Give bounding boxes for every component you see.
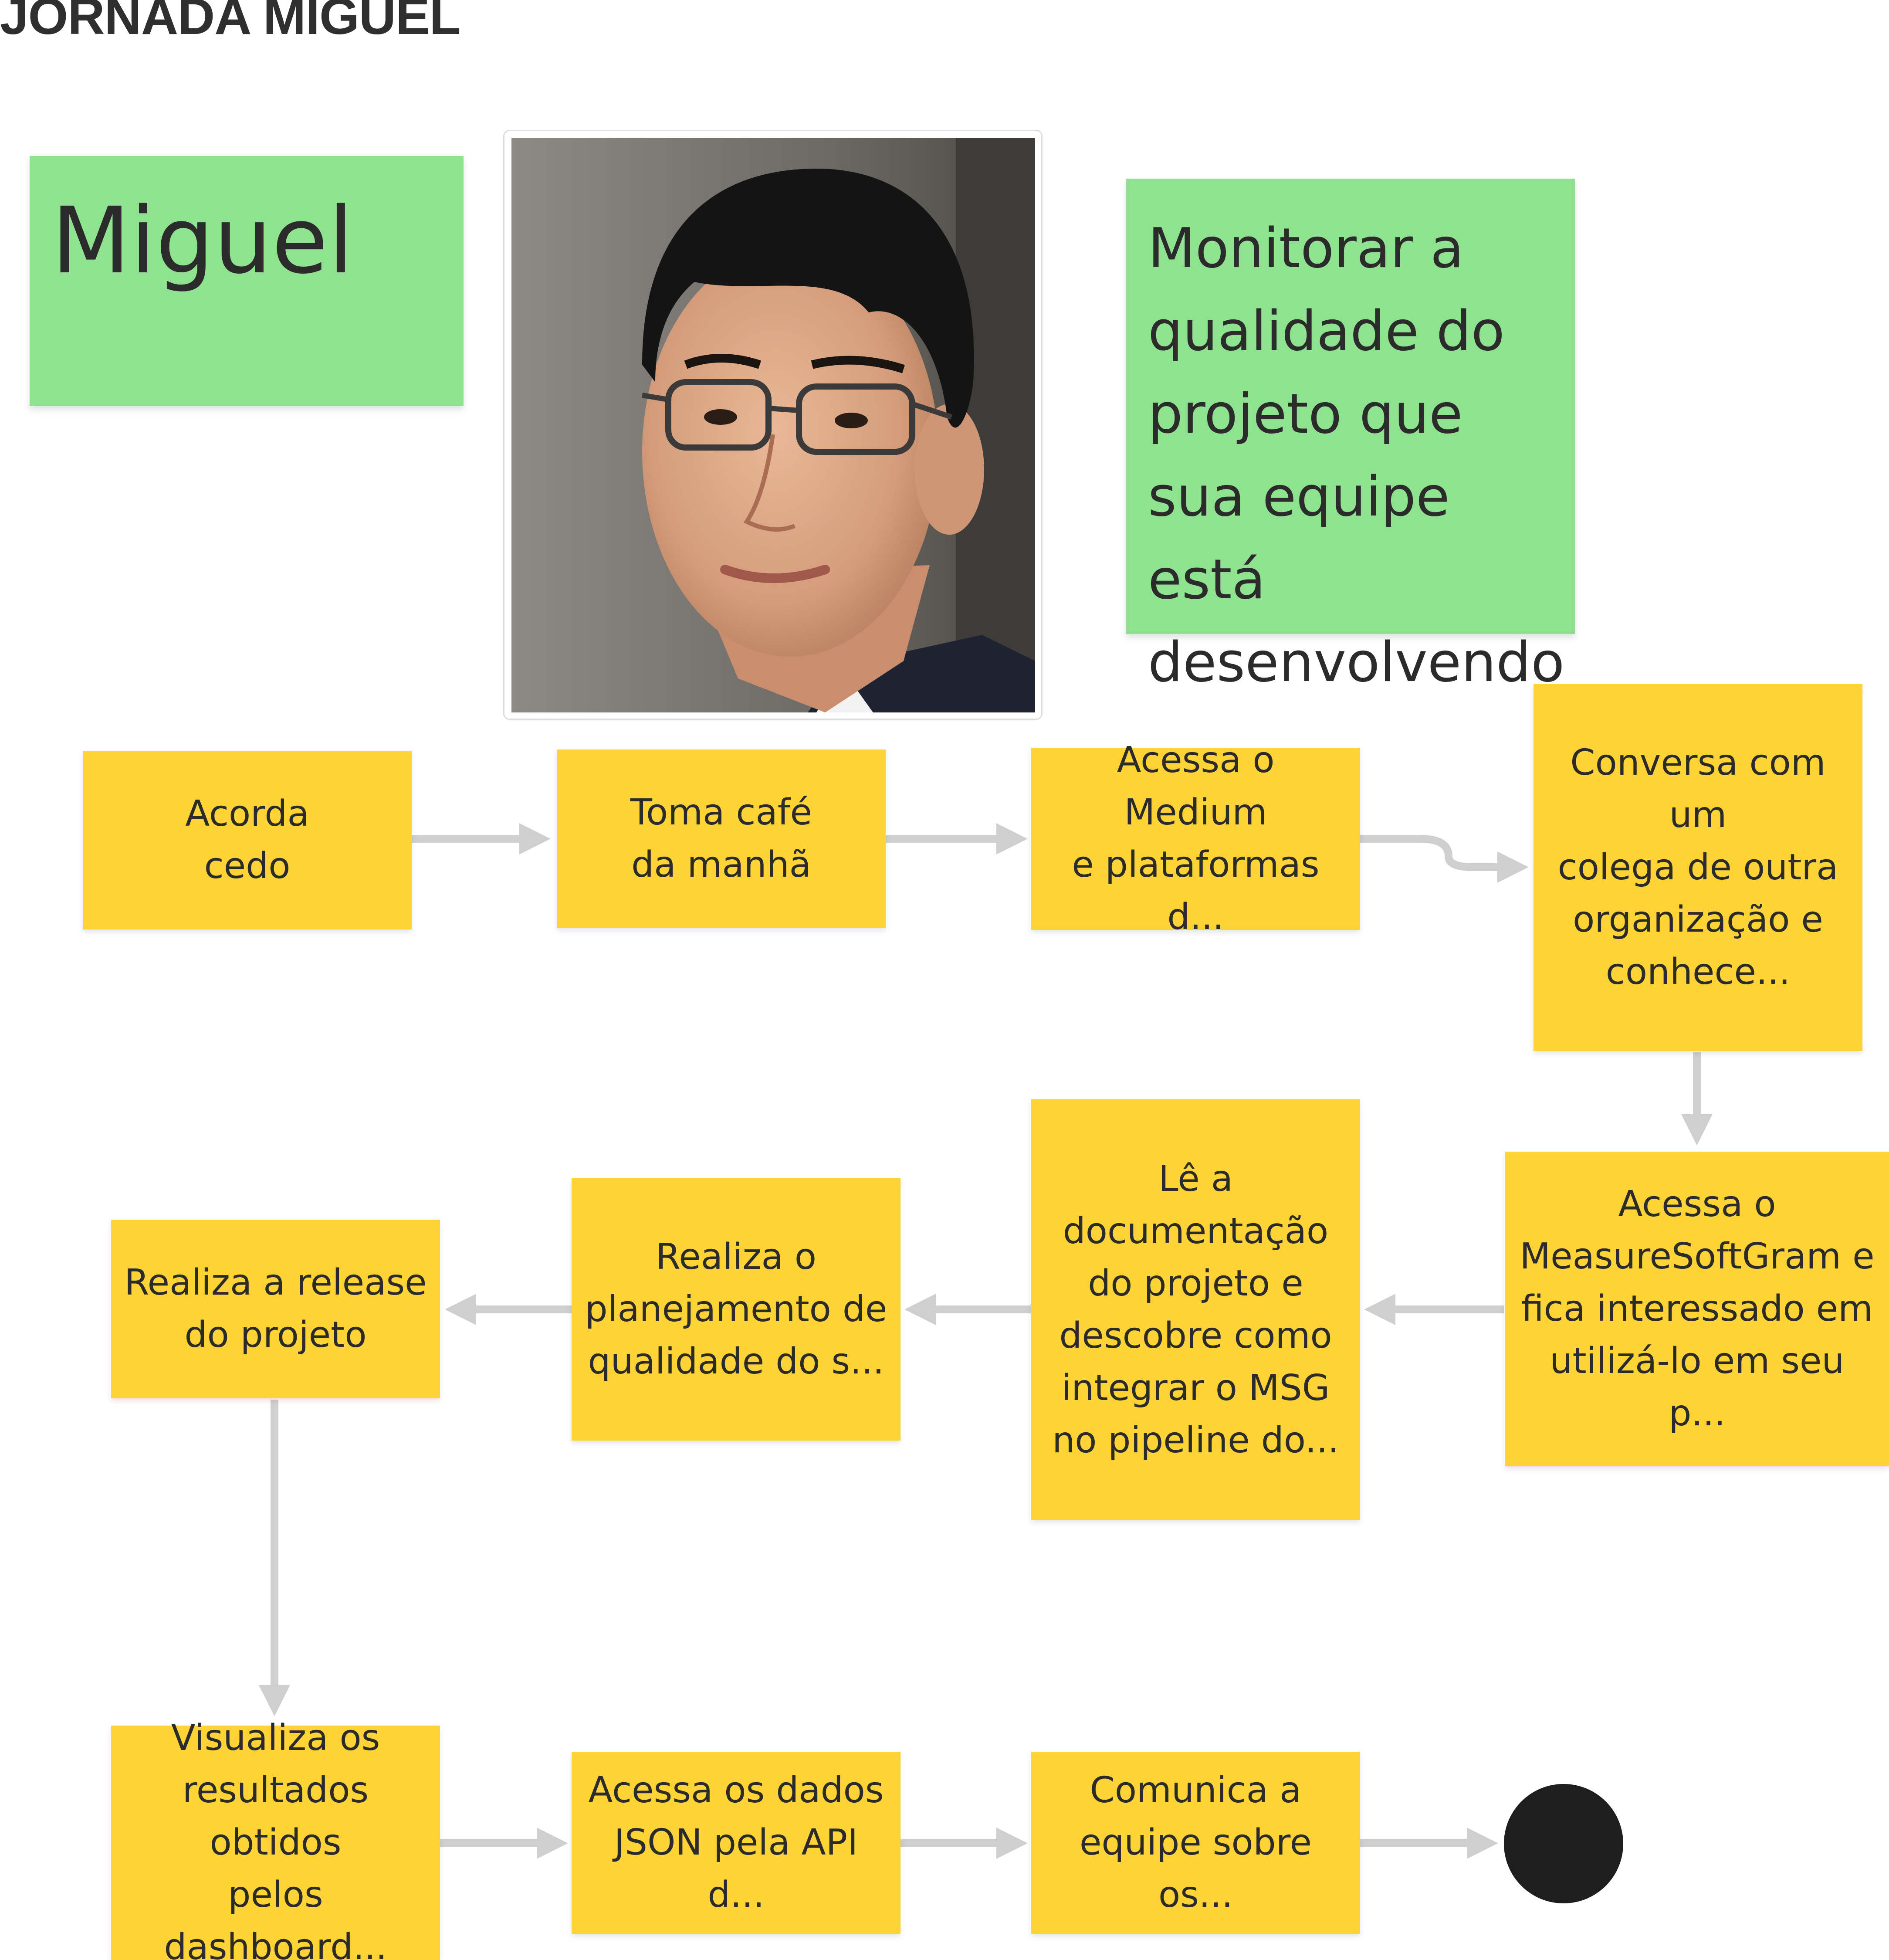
step-visualiza-resultados[interactable]: Visualiza os resultados obtidos pelos da… (111, 1717, 440, 1960)
step-realiza-release[interactable]: Realiza a release do projeto (111, 1220, 440, 1398)
persona-name-sticky[interactable]: Miguel (30, 156, 464, 406)
step-toma-cafe[interactable]: Toma café da manhã (557, 749, 886, 928)
step-comunica-equipe[interactable]: Comunica a equipe sobre os... (1031, 1752, 1360, 1934)
step-conversa-colega[interactable]: Conversa com um colega de outra organiza… (1534, 684, 1862, 1051)
step-acorda-cedo[interactable]: Acorda cedo (83, 751, 412, 929)
step-acessa-dados-json[interactable]: Acessa os dados JSON pela API d... (572, 1752, 900, 1934)
step-acessa-medium[interactable]: Acessa o Medium e plataformas d... (1031, 739, 1360, 938)
step-le-documentacao[interactable]: Lê a documentação do projeto e descobre … (1031, 1099, 1360, 1520)
journey-end-node[interactable] (1504, 1784, 1623, 1903)
portrait-illustration (511, 138, 1035, 712)
persona-goal-sticky[interactable]: Monitorar a qualidade do projeto que sua… (1126, 179, 1575, 694)
step-planejamento-qualidade[interactable]: Realiza o planejamento de qualidade do s… (572, 1178, 900, 1441)
step-acessa-measuresoftgram[interactable]: Acessa o MeasureSoftGram e fica interess… (1505, 1152, 1889, 1466)
page-title: JORNADA MIGUEL (0, 0, 461, 45)
arrow-medium-to-conversa (1360, 835, 1529, 883)
persona-photo[interactable] (503, 130, 1043, 720)
